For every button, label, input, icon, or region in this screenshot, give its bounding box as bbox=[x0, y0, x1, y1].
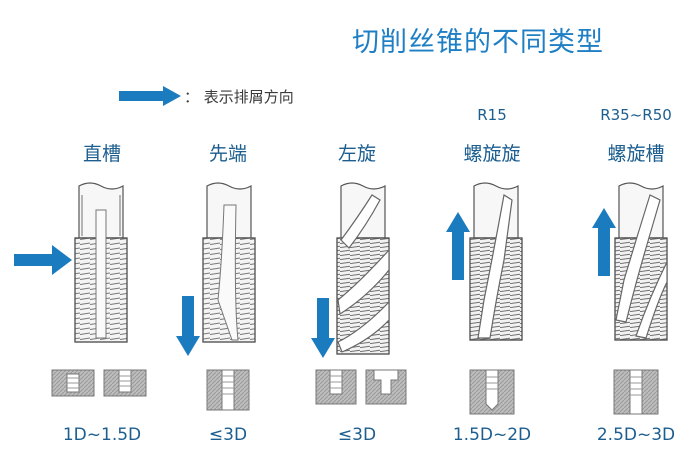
hole-section-left-hand-a bbox=[315, 369, 357, 405]
tap-label-spiral-flute: 螺旋槽 bbox=[607, 143, 665, 165]
hole-section-spiral-point bbox=[206, 369, 250, 411]
tap-straight bbox=[74, 182, 128, 343]
tap-label-spiral-15: 螺旋旋 bbox=[463, 143, 521, 165]
tap-label-straight: 直槽 bbox=[82, 143, 122, 165]
legend-label: ： 表示排屑方向 bbox=[184, 88, 294, 106]
hole-section-spiral-15 bbox=[469, 369, 515, 415]
legend-arrow-icon bbox=[119, 86, 181, 106]
arrow-down-icon bbox=[311, 298, 335, 358]
depth-spiral-15: 1.5D~2D bbox=[452, 425, 532, 445]
arrow-up-icon bbox=[592, 208, 616, 276]
page-title: 切削丝锥的不同类型 bbox=[352, 27, 604, 58]
hole-section-spiral-flute bbox=[613, 369, 659, 415]
arrow-up-icon bbox=[446, 212, 470, 280]
arrow-down-icon bbox=[176, 296, 200, 356]
tap-spiral-15 bbox=[469, 182, 523, 341]
depth-spiral-flute: 2.5D~3D bbox=[596, 425, 676, 445]
tap-helix-r35-r50: R35~R50 bbox=[600, 106, 672, 124]
hole-section-left-hand-b bbox=[365, 369, 407, 405]
tap-left-hand bbox=[336, 182, 390, 355]
depth-straight: 1D~1.5D bbox=[62, 425, 142, 445]
depth-left-hand: ≤3D bbox=[337, 425, 377, 445]
hole-section-straight-a bbox=[51, 369, 95, 397]
arrow-right-icon bbox=[14, 245, 72, 275]
hole-section-straight-b bbox=[103, 369, 147, 397]
tap-spiral-point bbox=[202, 182, 256, 343]
tap-label-left-hand: 左旋 bbox=[337, 143, 377, 165]
tap-helix-r15: R15 bbox=[477, 106, 507, 124]
tap-spiral-flute bbox=[614, 182, 668, 341]
tap-label-spiral-point: 先端 bbox=[208, 143, 248, 165]
depth-spiral-point: ≤3D bbox=[208, 425, 248, 445]
